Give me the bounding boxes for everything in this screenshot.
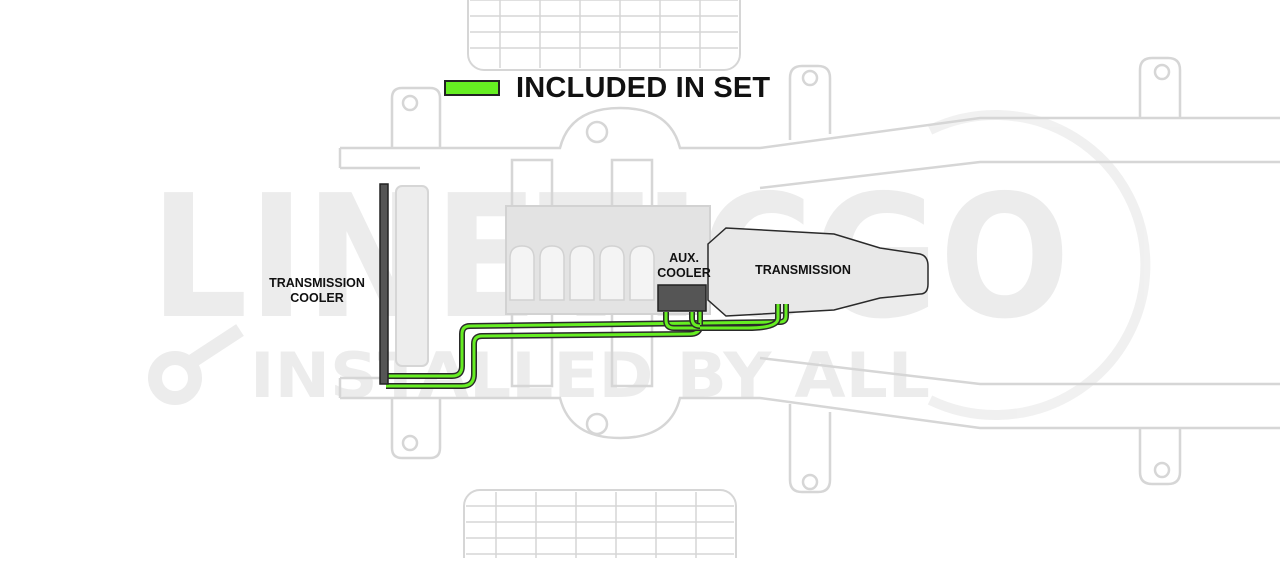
legend-label: INCLUDED IN SET [516,71,771,104]
rear-tire [463,489,737,563]
watermark-tagline: INSTALLED BY ALL [250,339,930,412]
transmission-lines [386,304,789,389]
transmission-body [707,227,929,317]
engine [505,205,711,315]
legend: INCLUDED IN SET [444,70,770,106]
aux-cooler-label: AUX. COOLER [657,251,711,280]
transmission-cooler-label: TRANSMISSION COOLER [269,276,365,305]
radiator [395,185,429,367]
legend-swatch [444,80,500,96]
transmission-cooler [379,183,389,385]
front-tire [467,0,741,71]
wrench-icon [148,324,244,405]
aux-cooler [657,284,707,312]
transmission-label: TRANSMISSION [755,263,851,277]
